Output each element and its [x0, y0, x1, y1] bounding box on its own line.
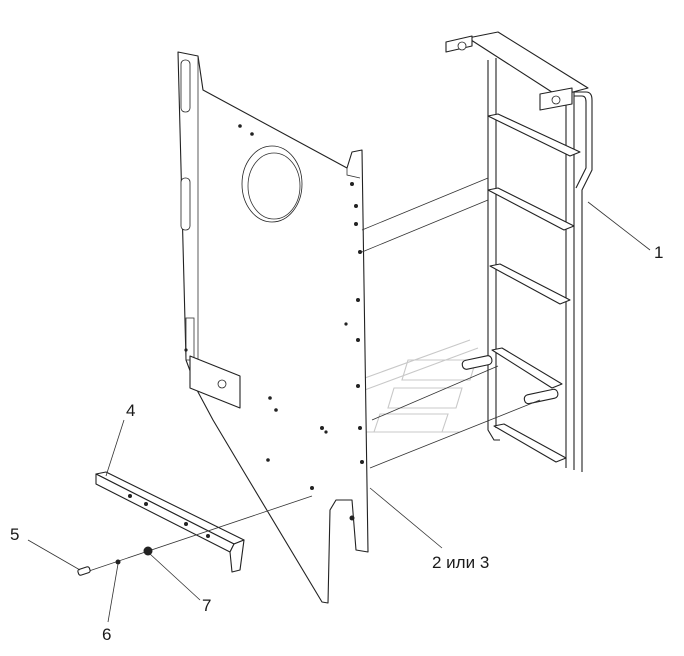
access-opening: [241, 145, 303, 223]
callout-4: 4: [126, 401, 136, 420]
callout-1: 1: [654, 243, 664, 262]
ladder-rung: [489, 263, 571, 305]
callout-5: 5: [10, 525, 20, 544]
spring-washer: [115, 559, 121, 565]
bracket-bar: [95, 471, 245, 573]
standoff-pin: [523, 388, 559, 405]
step-ladder: [445, 31, 593, 472]
mounting-panel: [177, 51, 369, 604]
ladder-rung: [487, 113, 581, 157]
ladder-rung: [487, 187, 575, 231]
fasteners: [77, 495, 313, 576]
slot-lower: [180, 177, 191, 231]
callout-leaders: [27, 201, 651, 623]
ladder-rung: [493, 423, 567, 463]
nut: [143, 546, 153, 556]
callout-2-or-3: 2 или 3: [432, 553, 490, 572]
assembly-lines: [361, 177, 541, 469]
standoff-pin: [461, 355, 493, 370]
bolt: [77, 566, 91, 576]
slot-upper: [180, 59, 191, 113]
reinforcement-bracket: [189, 355, 241, 409]
callout-7: 7: [202, 596, 212, 615]
ladder-rung: [491, 347, 563, 389]
top-step: [467, 31, 589, 97]
callout-6: 6: [102, 625, 112, 644]
